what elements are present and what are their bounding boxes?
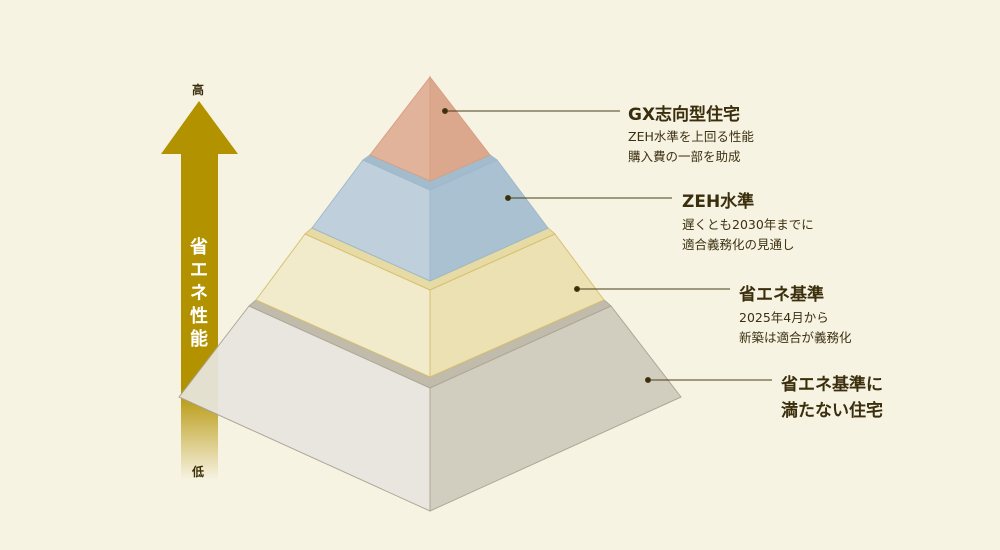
tier-base-title-1: 省エネ基準に [781, 375, 883, 395]
tier-base [178, 299, 682, 512]
performance-arrow [161, 101, 238, 480]
tier-gx [369, 75, 491, 182]
arrow-shaft [181, 152, 218, 480]
tier-standard-line-2: 新築は適合が義務化 [739, 330, 852, 345]
tier-standard [255, 227, 605, 378]
arrow-head [161, 101, 238, 154]
axis-high-label: 高 [192, 83, 205, 97]
tier-zeh-line-1: 遅くとも2030年までに [682, 217, 814, 232]
axis-low-label: 低 [192, 465, 205, 479]
tier-zeh [311, 154, 549, 282]
tier-gx-title: GX志向型住宅 [628, 105, 741, 125]
tier-gx-line-1: ZEH水準を上回る性能 [628, 129, 754, 144]
tier-standard-line-1: 2025年4月から [739, 310, 829, 325]
arrow-label: 省エネ性能 [190, 237, 208, 350]
tier-gx-line-2: 購入費の一部を助成 [628, 149, 741, 164]
tier-standard-title: 省エネ基準 [739, 285, 824, 305]
tier-zeh-line-2: 適合義務化の見通し [682, 237, 795, 252]
tier-base-title-2: 満たない住宅 [781, 401, 883, 421]
tier-zeh-title: ZEH水準 [682, 192, 755, 212]
leader-lines [442, 108, 772, 383]
